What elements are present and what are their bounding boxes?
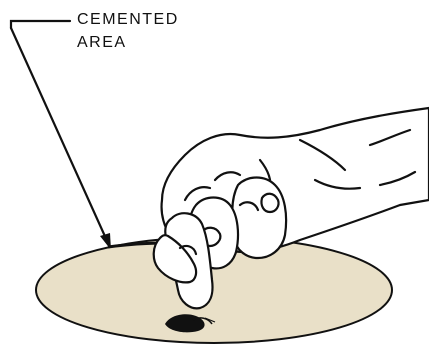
callout-label-line-2: AREA <box>77 35 127 51</box>
callout-leader <box>11 21 108 243</box>
callout-label-line-1: CEMENTED <box>77 12 179 28</box>
